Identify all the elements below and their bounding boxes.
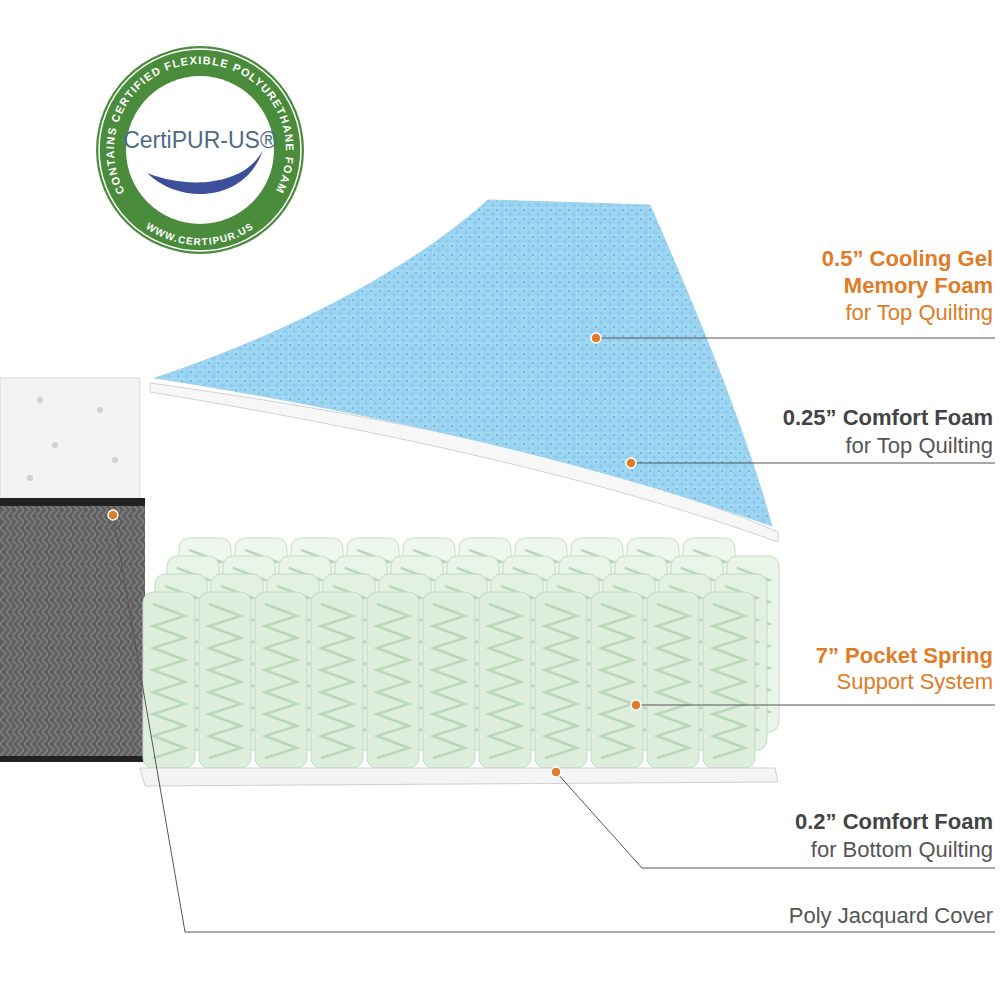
cover-edge xyxy=(0,498,145,506)
cover-top xyxy=(0,378,140,500)
tufts xyxy=(27,397,118,481)
certification-badge: CONTAINS CERTIFIED FLEXIBLE POLYURETHANE… xyxy=(95,45,305,255)
cover-side xyxy=(0,506,145,758)
callout-label: for Bottom Quilting xyxy=(811,836,993,863)
pocket-springs xyxy=(143,538,779,768)
callout-label: 7” Pocket Spring xyxy=(816,642,993,669)
gel-memory-foam xyxy=(155,200,772,526)
callout-label: 0.5” Cooling Gel Memory Foam xyxy=(763,245,993,299)
callout-dots xyxy=(108,333,641,777)
badge-url-text: WWW.CERTIPUR.US xyxy=(144,220,256,247)
callout-label: Poly Jacquard Cover xyxy=(789,902,993,929)
callout-label: 0.2” Comfort Foam xyxy=(795,808,993,835)
leader-lines xyxy=(113,338,995,932)
badge-logo-text: CertiPUR-US® xyxy=(95,127,305,154)
badge-arc-text: CONTAINS CERTIFIED FLEXIBLE POLYURETHANE… xyxy=(104,54,296,196)
callout-label: Support System xyxy=(836,668,993,695)
cover-edge xyxy=(0,756,145,762)
callout-label: 0.25” Comfort Foam xyxy=(783,404,993,431)
callout-label: for Top Quilting xyxy=(845,432,993,459)
bottom-foam xyxy=(140,768,778,786)
callout-label: for Top Quilting xyxy=(845,299,993,326)
